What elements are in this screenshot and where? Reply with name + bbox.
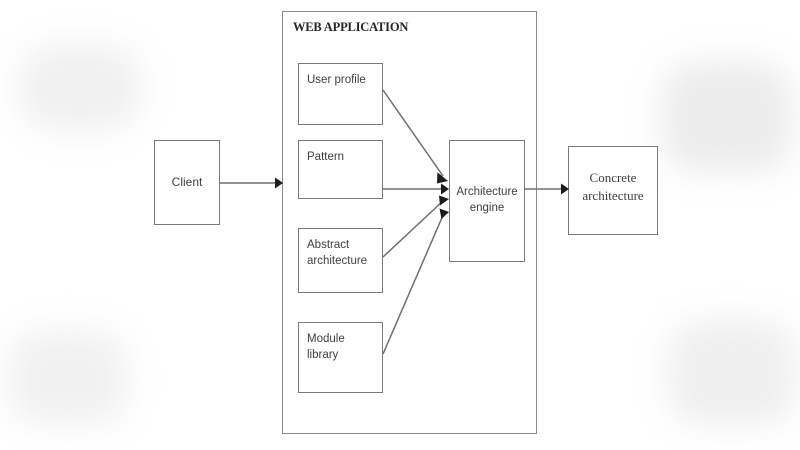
node-module-library-label: Module library xyxy=(307,333,345,361)
node-architecture-engine-label: Architecture engine xyxy=(456,186,518,214)
node-pattern[interactable]: Pattern xyxy=(298,140,383,199)
node-pattern-label: Pattern xyxy=(307,151,345,163)
node-abstract-architecture[interactable]: Abstract architecture xyxy=(298,228,383,293)
edge-client-to-web-application xyxy=(220,177,283,189)
node-concrete-architecture[interactable]: Concrete architecture xyxy=(568,146,658,235)
node-module-library[interactable]: Module library xyxy=(298,322,383,393)
node-user-profile-label: User profile xyxy=(307,74,366,86)
background-smudge-bottom-right xyxy=(668,320,796,425)
node-concrete-architecture-label: Concrete architecture xyxy=(582,170,644,203)
node-architecture-engine[interactable]: Architecture engine xyxy=(449,140,525,262)
web-application-title: WEB APPLICATION xyxy=(293,20,409,34)
background-smudge-bottom-left xyxy=(8,330,128,425)
background-smudge-top-left xyxy=(20,45,140,130)
node-user-profile[interactable]: User profile xyxy=(298,63,383,125)
node-abstract-architecture-label: Abstract architecture xyxy=(307,239,368,267)
node-client[interactable]: Client xyxy=(154,140,220,225)
node-client-label: Client xyxy=(171,175,203,189)
background-smudge-top-right xyxy=(662,62,792,172)
